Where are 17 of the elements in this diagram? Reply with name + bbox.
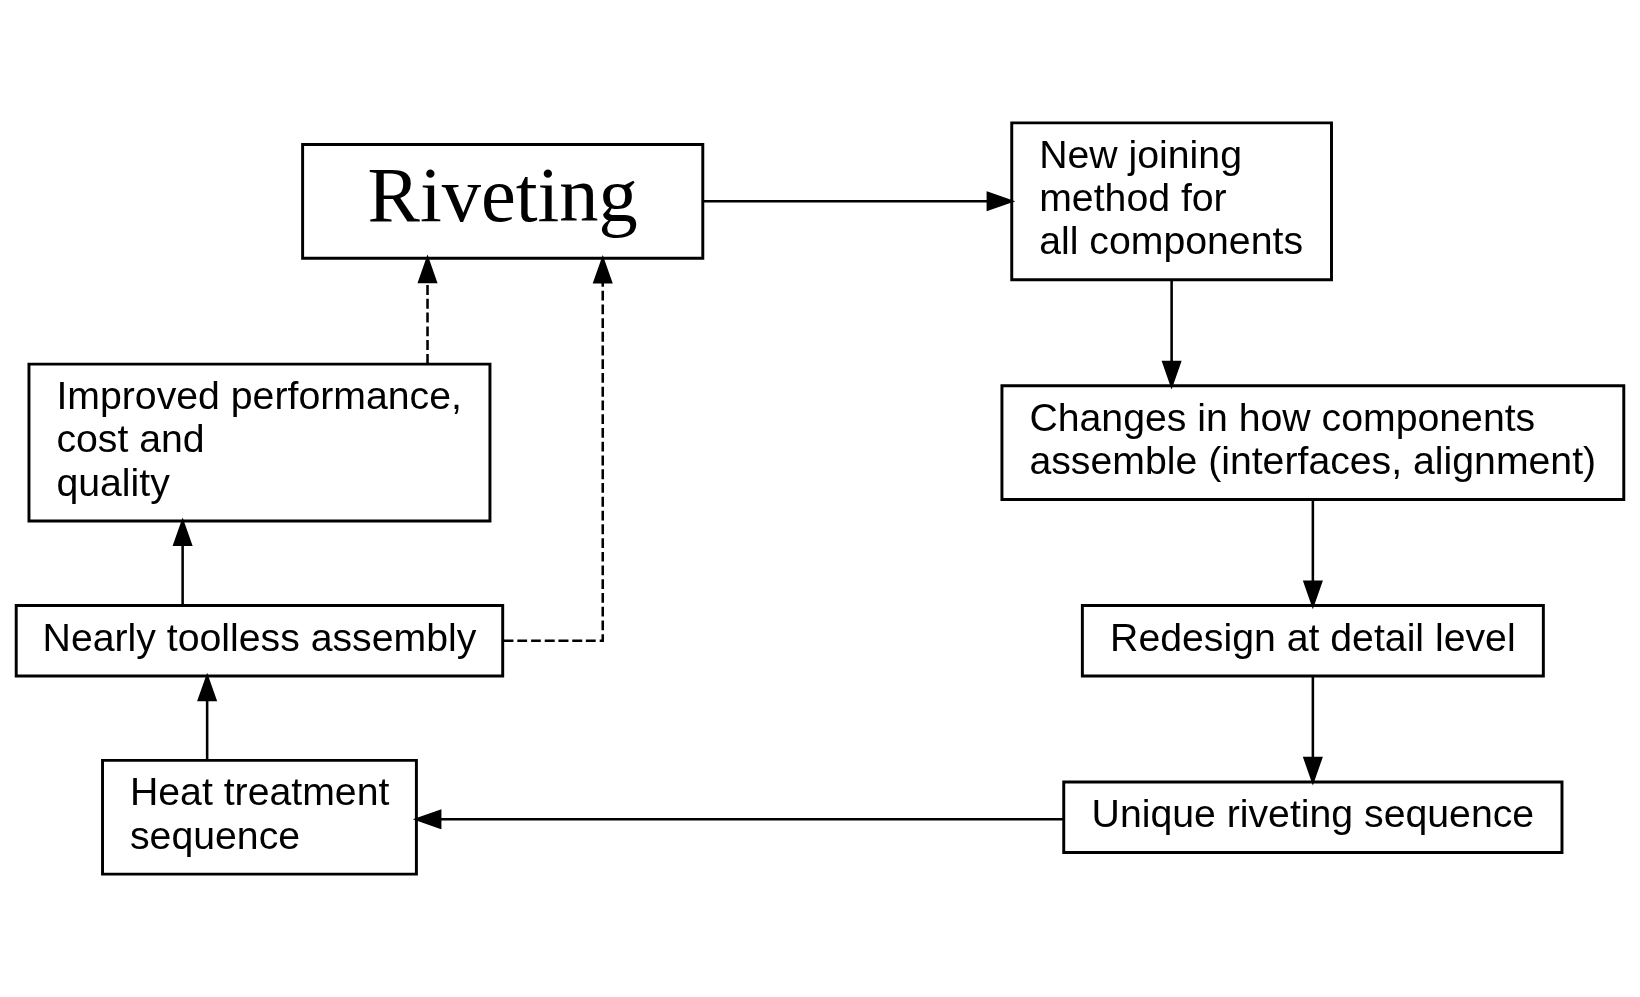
arrow [412, 809, 1064, 830]
node-box: Redesign at detail level [1080, 603, 1545, 678]
node-box: Changes in how components assemble (interfaces, alignment) [1000, 384, 1626, 501]
arrow [703, 191, 1016, 212]
arrow [1302, 676, 1323, 786]
node-box: Improved performance, cost and quality [27, 362, 492, 523]
arrow [417, 254, 438, 364]
arrow [1302, 499, 1323, 610]
arrow [197, 672, 218, 760]
node-box: Nearly toolless assembly [14, 603, 505, 678]
node-box: Unique riveting sequence [1062, 780, 1564, 855]
arrow [503, 254, 613, 642]
arrow [172, 517, 193, 606]
node-box: Riveting [301, 142, 705, 260]
node-box: New joining method for all components [1010, 121, 1333, 282]
node-box: Heat treatment sequence [101, 758, 418, 876]
arrow [1161, 280, 1182, 390]
